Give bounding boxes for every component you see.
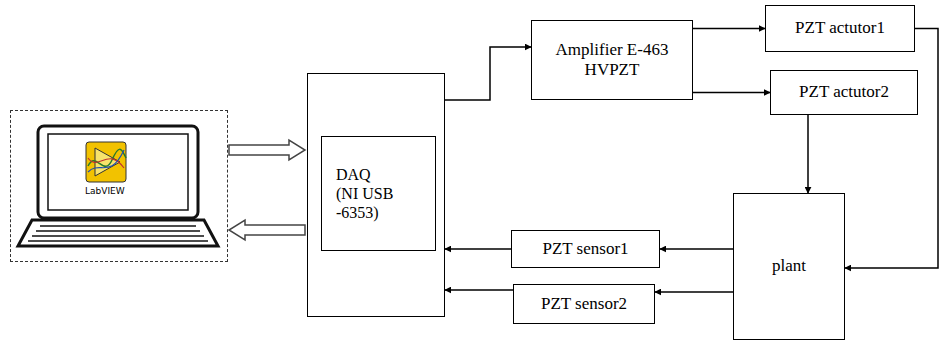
sensor-box: PZT sensor1: [511, 230, 660, 268]
daq-housing: DAQ (NI USB -6353): [307, 73, 445, 317]
node-label: PZT actutor2: [799, 82, 889, 102]
node-label: PZT sensor2: [541, 294, 627, 314]
labview-icon-wave: [88, 150, 124, 172]
signal-arrow: [445, 289, 513, 291]
laptop-display: [48, 134, 188, 210]
signal-arrow: [445, 248, 511, 250]
labview-icon: [86, 142, 126, 182]
actuator-box: PZT actutor1: [765, 5, 915, 52]
keyboard-row: [40, 225, 196, 227]
daq-box: DAQ (NI USB -6353): [321, 136, 436, 251]
keyboard-row: [36, 230, 200, 232]
amplifier-box: Amplifier E-463 HVPZT: [531, 20, 693, 100]
signal-arrow: [445, 47, 531, 100]
signal-arrow: [693, 92, 770, 94]
node-label: LabVIEW: [85, 186, 125, 197]
signal-arrow: [845, 29, 938, 269]
computer-frame: LabVIEW: [10, 110, 228, 262]
node-label: PZT sensor1: [542, 239, 628, 259]
node-label: DAQ (NI USB -6353): [336, 165, 395, 223]
keyboard-row: [28, 240, 208, 242]
keyboard-row: [32, 235, 204, 237]
actuator-box: PZT actutor2: [770, 70, 918, 115]
block-arrow: [229, 140, 305, 160]
node-label: Amplifier E-463 HVPZT: [547, 40, 677, 81]
node-label: PZT actutor1: [795, 18, 885, 38]
signal-arrow: [693, 28, 765, 30]
laptop-base: [18, 220, 218, 246]
signal-arrow: [807, 115, 809, 193]
block-arrow: [229, 220, 305, 240]
signal-arrow: [660, 248, 733, 250]
laptop-screen: [38, 126, 198, 218]
node-label: plant: [772, 256, 806, 276]
signal-arrow: [655, 291, 733, 293]
sensor-box: PZT sensor2: [513, 284, 655, 324]
plant-box: plant: [733, 193, 845, 340]
